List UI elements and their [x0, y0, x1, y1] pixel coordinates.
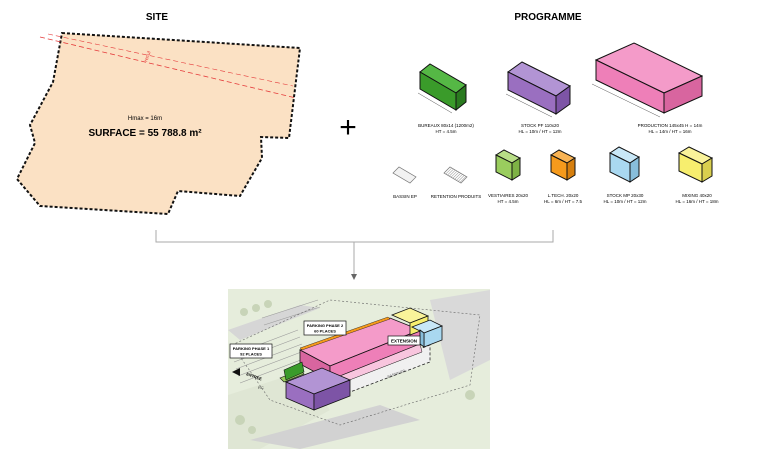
setback-label: recul — [143, 50, 152, 62]
volume-mixing — [677, 146, 714, 183]
label-parking-phase-2-line2: 60 PLACES — [314, 329, 336, 334]
volume-production-label: PRODUCTION 145x45 H = 14m — [638, 123, 703, 128]
volume-bassin-ep-label: BASSIN EP — [393, 194, 417, 199]
site-heading: SITE — [146, 12, 169, 23]
volume-bureaux — [417, 63, 467, 114]
label-parking-phase-1: PARKING PHASE 1 92 PLACES — [229, 343, 273, 359]
volume-retention-produits — [443, 166, 468, 184]
volume-bureaux-sub: HT = 4.5m — [435, 129, 456, 134]
label-parking-phase-2: PARKING PHASE 2 60 PLACES — [303, 320, 347, 336]
entree-arrow-icon — [232, 368, 240, 376]
connector-arrow-head — [351, 274, 357, 280]
volume-vestiaires — [494, 149, 522, 181]
master-plan — [228, 289, 490, 449]
volume-retention-produits-label: RETENTION PRODUITS — [431, 194, 482, 199]
volume-l-tech-sub: HL = 6m / HT = 7.5 — [544, 199, 583, 204]
volume-vestiaires-sub: HT = 4.5m — [497, 199, 518, 204]
volume-mixing-label: MIXING 40x20 — [682, 193, 712, 198]
site-parcel — [15, 31, 302, 216]
setback-line-2 — [47, 33, 294, 87]
volume-l-tech — [549, 149, 577, 181]
label-bassin-ep: BASSIN EP — [387, 369, 406, 379]
volume-stock-mp — [609, 146, 640, 183]
volume-production-sub: HL = 14m / HT = 16m — [648, 129, 691, 134]
programme-heading: PROGRAMME — [514, 12, 582, 23]
volume-stock-pf — [505, 61, 571, 118]
label-rc: RC — [258, 385, 264, 390]
volume-stock-mp-label: STOCK MP 20x30 — [607, 193, 644, 198]
site-hmax: Hmax = 16m — [128, 116, 162, 122]
plus-sign: + — [339, 111, 357, 144]
volume-bureaux-label: BUREAUX 80x14 (1200m2) — [418, 123, 474, 128]
volume-vestiaires-label: VESTIAIRES 20x20 — [488, 193, 529, 198]
label-parking-phase-1-line1: PARKING PHASE 1 — [233, 346, 270, 351]
volume-production — [591, 42, 704, 118]
label-entree: ENTREE — [246, 371, 263, 381]
connector-bracket — [155, 230, 554, 243]
volume-mixing-sub: HL = 16m / HT = 18m — [675, 199, 718, 204]
volume-stock-mp-sub: HL = 10m / HT = 12m — [603, 199, 646, 204]
volume-l-tech-label: L.TECH. 20x20 — [548, 193, 579, 198]
setback-line-1 — [39, 36, 297, 99]
volume-stock-pf-label: STOCK PF 110x20 — [521, 123, 560, 128]
site-surface: SURFACE = 55 788.8 m² — [88, 128, 202, 139]
volume-bassin-ep — [392, 166, 417, 184]
label-parking-phase-1-line2: 92 PLACES — [240, 352, 262, 357]
volume-stock-pf-sub: HL = 10m / HT = 12m — [518, 129, 561, 134]
label-extension-text: EXTENSION — [391, 339, 417, 344]
label-parking-phase-2-line1: PARKING PHASE 2 — [307, 323, 344, 328]
label-extension: EXTENSION — [387, 335, 421, 346]
